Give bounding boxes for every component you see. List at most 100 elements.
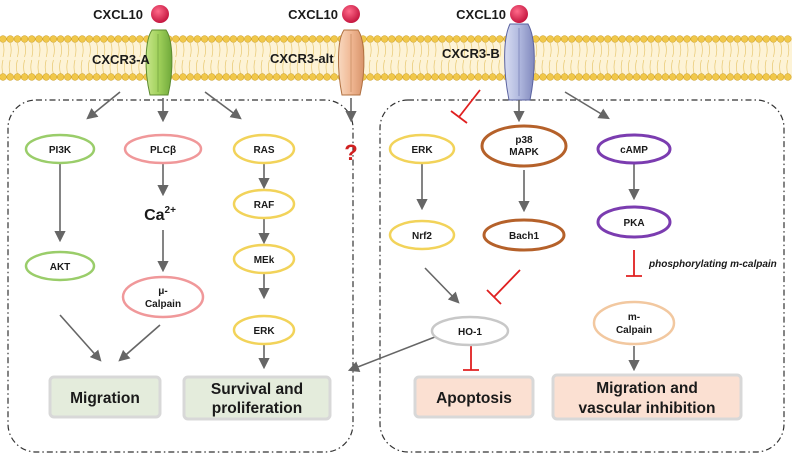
lipid-tail	[563, 42, 566, 75]
lipid-head	[186, 73, 194, 81]
lipid-head	[100, 35, 108, 43]
lipid-head	[416, 35, 425, 43]
node-calcium: Ca2+	[144, 205, 176, 224]
lipid-head	[251, 35, 259, 43]
lipid-head	[42, 73, 50, 81]
label-bach1: Bach1	[509, 231, 539, 242]
lipid-head	[294, 35, 302, 43]
lipid-head	[424, 73, 432, 81]
label-p38-2: MAPK	[509, 147, 539, 158]
lipid-tail	[700, 42, 703, 75]
lipid-head	[488, 73, 497, 81]
node-raf: RAF	[232, 188, 296, 220]
lipid-head	[560, 35, 569, 43]
label-mek: MEk	[254, 255, 275, 266]
node-camp: cAMP	[596, 133, 672, 165]
lipid-head	[272, 73, 281, 81]
lipid-tail	[66, 42, 70, 75]
lipid-tail	[419, 42, 422, 75]
lipid-head	[568, 35, 576, 43]
lipid-head	[726, 35, 734, 43]
lipid-head	[553, 73, 562, 81]
lipid-tail	[707, 42, 710, 75]
lipid-tail	[764, 42, 768, 75]
lipid-head	[647, 35, 655, 43]
lipid-head	[654, 35, 662, 43]
lipid-head	[229, 73, 238, 81]
lipid-head	[553, 35, 562, 43]
label-raf: RAF	[254, 200, 275, 211]
lipid-head	[733, 73, 742, 81]
lipid-head	[697, 73, 706, 81]
node-mu-calpain: μ- Calpain	[121, 275, 205, 319]
lipid-head	[604, 73, 612, 81]
lipid-tail	[469, 42, 473, 75]
lipid-head	[690, 73, 698, 81]
lipid-tail	[635, 42, 638, 75]
lipid-tail	[570, 42, 574, 75]
lipid-tail	[620, 42, 624, 75]
ligand-cxcl10-a	[151, 5, 169, 23]
lipid-tail	[16, 42, 19, 75]
label-mu-calpain-1: μ-	[158, 286, 167, 297]
lipid-head	[172, 35, 180, 43]
label-migration: Migration	[70, 390, 140, 407]
lipid-head	[596, 73, 605, 81]
lipid-head	[618, 73, 626, 81]
unknown-mark: ?	[344, 140, 357, 165]
ligand-cxcl10-alt	[342, 5, 360, 23]
node-m-calpain: m- Calpain	[592, 300, 676, 346]
lipid-head	[661, 35, 670, 43]
lipid-head	[215, 35, 223, 43]
lipid-head	[265, 73, 274, 81]
lipid-head	[445, 73, 454, 81]
lipid-head	[438, 35, 446, 43]
lipid-tail	[59, 42, 62, 75]
lipid-head	[56, 73, 65, 81]
lipid-head	[265, 35, 274, 43]
lipid-tail	[779, 42, 782, 75]
lipid-tail	[628, 42, 631, 75]
label-akt: AKT	[50, 262, 71, 273]
lipid-tail	[491, 42, 494, 75]
lipid-head	[740, 73, 749, 81]
lipid-tail	[44, 42, 48, 75]
lipid-head	[136, 73, 144, 81]
lipid-head	[704, 73, 713, 81]
lipid-head	[452, 73, 461, 81]
lipid-head	[388, 35, 396, 43]
lipid-head	[632, 35, 641, 43]
left-arrows	[54, 91, 270, 370]
label-pi3k: PI3K	[49, 145, 72, 156]
lipid-tail	[692, 42, 696, 75]
outcome-migration-vascular-inhibition: Migration and vascular inhibition	[551, 373, 743, 421]
node-erk-right: ERK	[388, 133, 456, 165]
lipid-head	[733, 35, 742, 43]
lipid-head	[114, 35, 122, 43]
lipid-head	[280, 73, 288, 81]
lipid-tail	[440, 42, 444, 75]
lipid-tail	[30, 42, 34, 75]
lipid-tail	[318, 42, 322, 75]
lipid-tail	[188, 42, 192, 75]
lipid-head	[668, 35, 677, 43]
lipid-head	[215, 73, 223, 81]
lipid-head	[402, 35, 410, 43]
lipid-tail	[268, 42, 271, 75]
lipid-head	[582, 35, 590, 43]
receptor-cxcr3-b	[504, 23, 535, 101]
lipid-tail	[174, 42, 178, 75]
lipid-tail	[656, 42, 660, 75]
lipid-head	[78, 73, 86, 81]
lipid-head	[280, 35, 288, 43]
lipid-head	[640, 35, 648, 43]
lipid-head	[316, 35, 324, 43]
lipid-head	[92, 35, 101, 43]
lipid-tail	[73, 42, 77, 75]
lipid-head	[200, 73, 209, 81]
lipid-head	[539, 35, 547, 43]
inhibition-lines	[450, 89, 642, 371]
lipid-head	[474, 73, 482, 81]
label-pka: PKA	[623, 218, 644, 229]
ligand-label-alt: CXCL10	[288, 7, 338, 22]
